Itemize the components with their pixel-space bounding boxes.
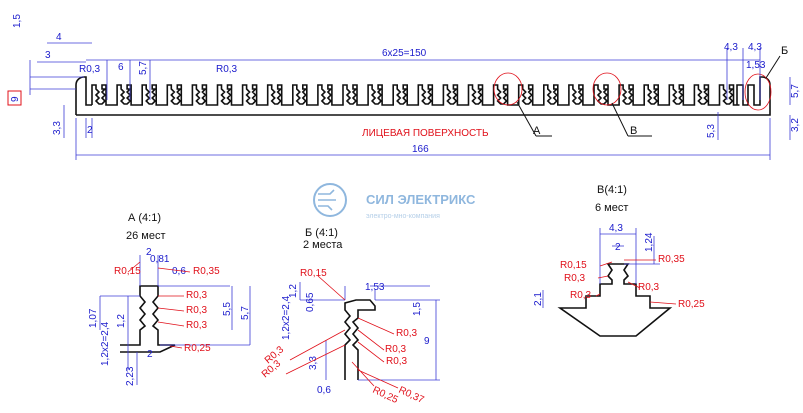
detail-v-dims: 4,3 2 1,24 R0,15 R0,35 R0,3 R0,3 R0,3 R0… [533, 223, 705, 310]
leader-c [765, 55, 781, 79]
detail-b-edge [343, 299, 376, 380]
detail-a-dim: 0,6 [172, 266, 186, 277]
dim-height-box: 9 [10, 96, 21, 102]
dim-right-gap-a: 4,3 [724, 42, 738, 53]
fins-group [91, 84, 740, 106]
main-view: А В Б 6x25=150 166 4 3 1,5 6 5,7 4,3 4, [7, 14, 801, 160]
detail-b-dim: 1,5 [412, 302, 423, 316]
dim-top-offset: 1,5 [12, 14, 23, 28]
detail-a-radius: R0,3 [186, 305, 208, 316]
detail-b-dim: 9 [424, 336, 430, 347]
detail-a-dims: 2 0,81 0,6 R0,15 R0,35 R0,3 R0,3 R0,3 R0… [88, 247, 251, 386]
detail-a-fin [120, 285, 176, 353]
detail-v-dim: 4,3 [609, 223, 623, 234]
detail-a-leaders [127, 261, 191, 349]
logo-tagline: электро-мно-компания [366, 213, 440, 220]
dim-right-edge: 1,53 [746, 60, 766, 71]
leader-a [516, 101, 537, 137]
logo-circle-icon [313, 183, 347, 217]
company-logo: СИЛ ЭЛЕКТРИКС электро-мно-компания [313, 183, 476, 220]
height-box [7, 90, 22, 106]
detail-b-radius: R0,37 [397, 385, 426, 406]
detail-b-radius: R0,15 [300, 268, 327, 279]
detail-b-dim: 1,2x2=2,4 [281, 295, 292, 340]
detail-v-radius: R0,3 [638, 282, 660, 293]
detail-v-fin [557, 263, 673, 337]
dim-right-step: 5,3 [706, 124, 717, 138]
detail-v-radius: R0,35 [658, 254, 685, 265]
detail-b-dim: 1,53 [365, 282, 385, 293]
detail-a-dim: 1,2x2=2,4 [100, 321, 111, 366]
detail-a-dim: 2 [146, 247, 152, 258]
detail-a-title: А (4:1) [128, 212, 161, 224]
dim-fin-height: 5,7 [138, 61, 149, 75]
callout-label-c: Б [781, 45, 788, 57]
detail-b-leaders [285, 275, 399, 389]
detail-b-count: 2 места [303, 239, 343, 251]
logo-circuit-icon [318, 189, 336, 211]
detail-b-dim: 3,3 [308, 356, 319, 370]
detail-b-radius: R0,3 [386, 356, 408, 367]
detail-b-dim: 1,2 [288, 284, 299, 298]
detail-b-radius: R0,3 [385, 344, 407, 355]
leader-b [611, 102, 629, 137]
fins-profile [91, 84, 740, 106]
detail-v-dim: 2 [615, 242, 621, 253]
detail-a-dim: 5,5 [222, 302, 233, 316]
detail-a-dim: 1,2 [116, 314, 127, 328]
detail-a-dim: 5,7 [240, 306, 251, 320]
detail-a-radius: R0,25 [184, 343, 211, 354]
detail-b-title: Б (4:1) [305, 227, 338, 239]
detail-b-radius: R0,3 [396, 328, 418, 339]
detail-a-radius: R0,3 [186, 290, 208, 301]
detail-b-radius: R0,3 [260, 358, 284, 380]
dim-base-right: 3,2 [790, 118, 801, 132]
detail-b-dim: 0,65 [305, 292, 316, 312]
dim-left-offset: 4 [56, 32, 62, 43]
detail-b: Б (4:1) 2 места R0,15 1,53 1,2 0,65 1,2x… [260, 227, 440, 406]
detail-a-radius: R0,35 [193, 266, 220, 277]
dim-base-left: 3,3 [52, 121, 63, 135]
callout-ellipse-a [493, 72, 523, 106]
detail-a-dim: 1,07 [88, 308, 99, 328]
detail-v-dim: 2,1 [533, 292, 544, 306]
profile-left-edge [75, 76, 92, 115]
callout-ellipse-b [592, 72, 622, 106]
detail-v-radius: R0,3 [564, 273, 586, 284]
detail-b-radius: R0,25 [371, 385, 400, 406]
dim-left-offset2: 3 [45, 50, 51, 61]
detail-v-dim: 1,24 [644, 232, 655, 252]
detail-a-radius: R0,15 [114, 266, 141, 277]
dim-right-gap-b: 4,3 [748, 42, 762, 53]
dim-pitch-small: 6 [118, 62, 124, 73]
detail-a-count: 26 мест [126, 230, 166, 242]
detail-v: В(4:1) 6 мест 4,3 2 1,24 R0,15 R0,35 R0,… [533, 184, 705, 337]
face-label: ЛИЦЕВАЯ ПОВЕРХНОСТЬ [362, 128, 489, 139]
detail-v-title: В(4:1) [597, 184, 627, 196]
detail-v-radius: R0,15 [560, 260, 587, 271]
dim-overall-length: 166 [412, 144, 429, 155]
detail-v-leaders [595, 259, 677, 305]
detail-a-radius: R0,3 [186, 320, 208, 331]
dim-slot-width: 2 [87, 125, 93, 136]
dim-pitch-total: 6x25=150 [382, 48, 427, 59]
callout-ellipse-c [744, 73, 772, 111]
detail-b-dim: 0,6 [317, 385, 331, 396]
detail-a-dim: 2 [147, 349, 153, 360]
dim-fin-radius-a: R0,3 [79, 64, 101, 75]
detail-a-dim: 0,81 [150, 254, 170, 265]
detail-a-dim: 2,23 [125, 366, 136, 386]
detail-v-radius: R0,25 [678, 299, 705, 310]
dim-fin-radius-b: R0,3 [216, 64, 238, 75]
dim-right-height: 5,7 [790, 84, 801, 98]
detail-v-radius: R0,3 [570, 290, 592, 301]
callout-label-b: В [630, 125, 637, 137]
detail-a: А (4:1) 26 мест 2 0,81 0,6 R0,15 R0,35 R… [88, 212, 251, 386]
callout-label-a: А [533, 125, 541, 137]
logo-name: СИЛ ЭЛЕКТРИКС [366, 192, 476, 207]
detail-v-count: 6 мест [595, 202, 628, 214]
